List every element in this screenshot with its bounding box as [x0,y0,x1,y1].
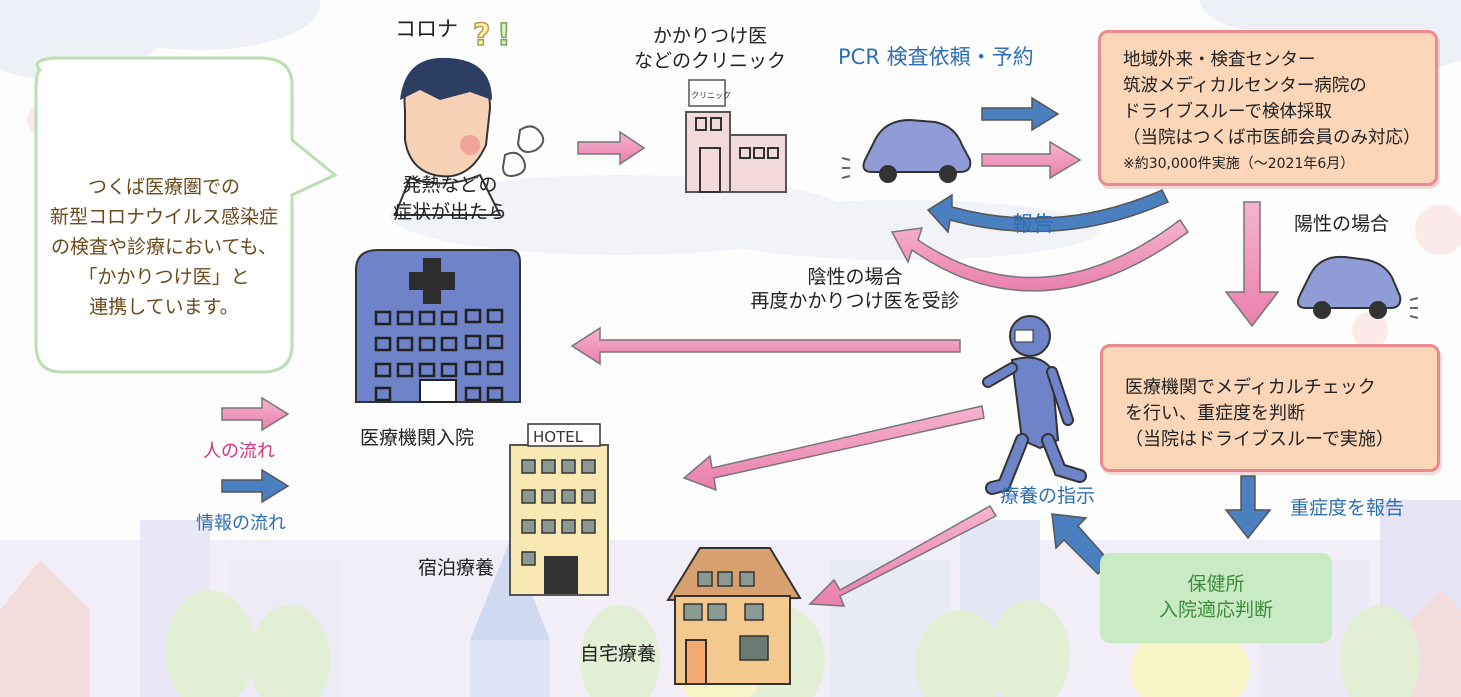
hospital-building [355,249,521,403]
hotel-label: 宿泊療養 [418,557,495,579]
arrow-patient-to-clinic [577,130,646,166]
house-building [666,547,802,685]
svg-text:?: ? [473,18,490,53]
walking-person [982,315,1087,495]
legend-people-flow: 人の流れ [203,441,275,462]
pcr-request-label: PCR 検査依頼・予約 [838,45,1034,69]
legend-blue-arrow [221,468,290,504]
speech-bubble-text: つくば医療圏での 新型コロナウイルス感染症 の検査や診療においても、 「かかりつ… [49,176,278,318]
arrow-to-hotel [682,405,985,492]
question-exclaim-marks: ? ! [472,17,511,54]
medical-check-text: 医療機関でメディカルチェック を行い、重症度を判断 （当院はドライブスルーで実施… [1125,377,1394,450]
clinic-label: かかりつけ医 などのクリニック [633,25,786,72]
symptom-label: 発熱などの 症状が出たら [392,174,507,223]
negative-label: 陰性の場合 再度かかりつけ医を受診 [750,266,960,312]
arrow-to-home [808,504,998,607]
car-icon-positive [1297,255,1419,319]
arrow-severity-report [1224,475,1272,540]
arrow-positive-down [1224,201,1280,328]
health-center-text: 保健所 入院適応判断 [1158,573,1273,621]
hotel-building [509,423,609,596]
hotel-sign: HOTEL [533,428,584,446]
arrow-to-hospital [570,326,961,366]
hospital-label: 医療機関入院 [360,427,475,449]
arrow-negative-return [890,218,1190,292]
report-label: 報告 [1012,212,1054,236]
test-center-box: 地域外来・検査センター 筑波メディカルセンター病院の ドライブスルーで検体採取 … [1098,30,1438,186]
home-label: 自宅療養 [580,643,657,665]
corona-label: コロナ [395,17,458,41]
treatment-instruction-label: 療養の指示 [1000,485,1096,507]
health-center-box: 保健所 入院適応判断 [1100,553,1332,643]
medical-check-box: 医療機関でメディカルチェック を行い、重症度を判断 （当院はドライブスルーで実施… [1100,344,1440,472]
arrow-report-info [926,189,1170,234]
svg-text:!: ! [497,18,511,53]
test-center-text: 地域外来・検査センター 筑波メディカルセンター病院の ドライブスルーで検体採取 … [1123,50,1421,148]
severity-report-label: 重症度を報告 [1290,497,1405,519]
positive-label: 陽性の場合 [1294,213,1390,235]
car-icon [841,118,972,183]
legend-pink-arrow [221,396,290,432]
patient-illustration [393,57,545,216]
clinic-sign: クリニック [691,91,731,100]
speech-bubble-shape [34,56,338,374]
clinic-building [685,79,787,193]
test-center-note: ※約30,000件実施（〜2021年6月） [1123,156,1355,172]
legend-info-flow: 情報の流れ [196,513,286,534]
arrow-clinic-to-center-people [981,140,1082,180]
arrow-clinic-to-center-info [981,96,1060,132]
